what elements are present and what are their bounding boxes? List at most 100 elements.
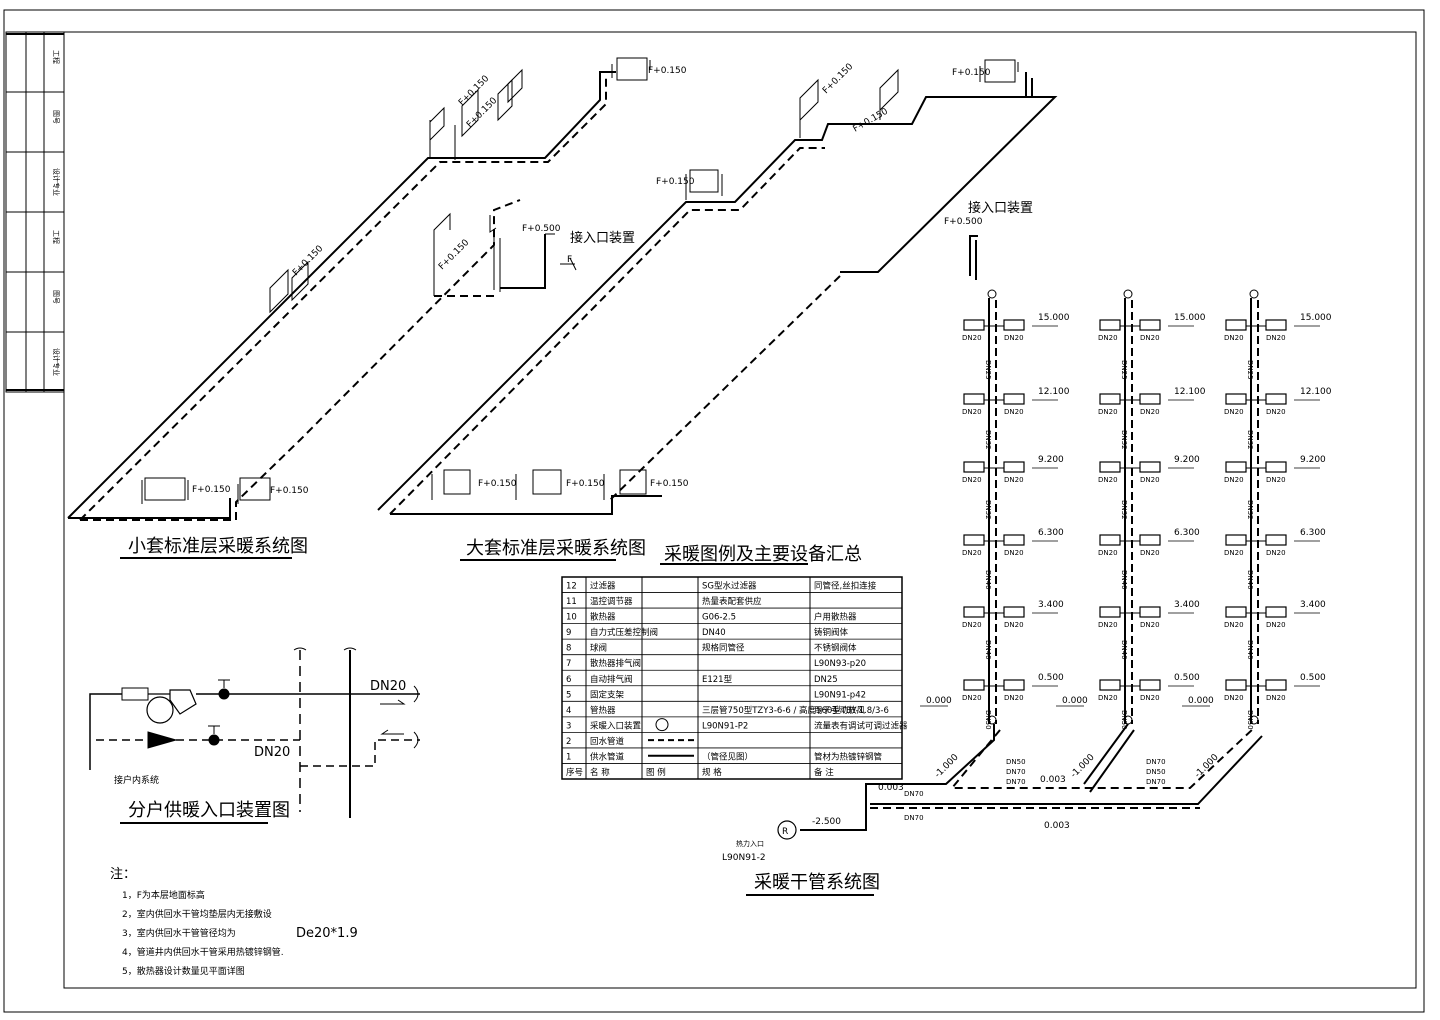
pipe-size-label: DN20 <box>962 549 982 557</box>
radiator-icon <box>1265 534 1287 546</box>
radiator-icon <box>1139 319 1161 331</box>
note-pipe-spec: De20*1.9 <box>296 926 358 941</box>
pipe-size-label: DN20 <box>1140 621 1160 629</box>
floor-elevation: 9.200 <box>1300 455 1326 465</box>
floor-elevation: 3.400 <box>1300 600 1326 610</box>
riser-size-label: DN32 <box>1120 430 1128 450</box>
elev-label: F+0.150 <box>648 66 687 76</box>
radiator-icon <box>1225 461 1247 473</box>
pipe-size-label: DN20 <box>1004 694 1024 702</box>
floor-elevation: 3.400 <box>1174 600 1200 610</box>
note-item: 4，管道井内供回水干管采用热镀锌钢管. <box>122 946 284 958</box>
legend-cell: DN40 <box>702 628 726 638</box>
legend-cell: 铸铜阀体 <box>814 627 849 638</box>
large-unit-system <box>377 59 1058 515</box>
legend-cell: 户用散热器 <box>814 612 857 623</box>
legend-cell: 流量表有调试可调过滤器 <box>814 720 908 731</box>
riser-size-label: DN32 <box>984 430 992 450</box>
slope-label: 0.003 <box>878 783 904 793</box>
legend-cell: 7 <box>566 659 571 669</box>
riser-size-label: DN40 <box>1120 570 1128 590</box>
pipe-size-label: DN20 <box>1004 621 1024 629</box>
legend-cell: 散热器排气阀 <box>590 658 641 669</box>
pipe-size-label: DN20 <box>370 679 406 694</box>
pipe-size-label: DN20 <box>1224 476 1244 484</box>
legend-cell: 散热器 <box>590 612 616 623</box>
floor-elevation: 3.400 <box>1038 600 1064 610</box>
legend-cell: 球阀 <box>590 643 607 654</box>
legend-cell: 6 <box>566 675 571 685</box>
legend-cell: 8 <box>566 644 571 654</box>
legend-cell: 供水管道 <box>590 751 625 762</box>
entry-device-symbol <box>655 718 669 732</box>
radiator-icon <box>963 319 985 331</box>
legend-cell: L90N91-p42 <box>814 690 866 700</box>
radiator-icon <box>1099 606 1121 618</box>
pipe-size-label: DN20 <box>962 334 982 342</box>
legend-cell: 12 <box>566 582 577 592</box>
elev-label: F+0.150 <box>650 479 689 489</box>
pipe-size-label: DN20 <box>1098 621 1118 629</box>
legend-cell: 自力式压差控制阀 <box>590 627 658 638</box>
elev-label: F+0.150 <box>821 62 855 96</box>
radiator-icon <box>1003 606 1025 618</box>
entry-symbol-letter: R <box>782 827 788 837</box>
legend-cell: SG型水过滤器 <box>702 581 757 592</box>
radiator-icon <box>1139 461 1161 473</box>
pipe-size-label: DN20 <box>1266 476 1286 484</box>
spec-label: L90N91-2 <box>722 853 766 863</box>
radiator-icon <box>1139 606 1161 618</box>
valve-icon <box>987 715 997 725</box>
pipe-size-label: DN20 <box>1098 408 1118 416</box>
entry-device-drawing <box>89 647 420 818</box>
pipe-size-label: DN20 <box>1224 334 1244 342</box>
title-block-cell: 工程 <box>52 230 61 244</box>
radiator-icon <box>1265 606 1287 618</box>
floor-elevation: 15.000 <box>1300 313 1332 323</box>
elev-label: F+0.150 <box>478 479 517 489</box>
pipe-size-label: DN20 <box>254 745 290 760</box>
pipe-size-label: DN70 <box>904 790 924 798</box>
legend-title: 采暖图例及主要设备汇总 <box>660 544 862 565</box>
legend-header-cell: 图 例 <box>646 767 666 778</box>
pipe-size-label: DN20 <box>1140 694 1160 702</box>
legend-cell: 同管径,丝扣连接 <box>814 581 877 592</box>
pipe-size-label: DN20 <box>962 621 982 629</box>
legend-cell: 采暖入口装置 <box>590 720 642 731</box>
radiator-icon <box>1225 606 1247 618</box>
entry-label: 接入口装置 <box>570 230 635 246</box>
legend-cell: 管热器 <box>590 705 616 716</box>
riser-size-label: DN40 <box>984 570 992 590</box>
pipe-size-label: DN20 <box>1266 549 1286 557</box>
radiator-icon <box>1225 393 1247 405</box>
pipe-size-label: DN70 <box>904 814 924 822</box>
legend-cell: E121型 <box>702 675 733 685</box>
floor-label: F <box>567 255 572 265</box>
riser-size-label: DN32 <box>1120 500 1128 520</box>
legend-cell: 管材为热镀锌钢管 <box>814 751 882 762</box>
main-pipe <box>777 723 1263 840</box>
riser-size-label: DN32 <box>984 500 992 520</box>
pipe-size-label: DN70 <box>1146 778 1166 786</box>
pipe-size-label: DN20 <box>962 694 982 702</box>
legend-cell: 10 <box>566 613 577 623</box>
title-block-cell: 设计专业 <box>52 348 61 376</box>
radiator-icon <box>1265 679 1287 691</box>
pipe-size-label: DN50 <box>1146 768 1166 776</box>
pipe-size-label: DN20 <box>1140 476 1160 484</box>
title-block-cell: 图号 <box>52 110 60 124</box>
air-vent-icon <box>1123 289 1133 299</box>
pipe-size-label: DN20 <box>1098 476 1118 484</box>
pipe-size-label: DN20 <box>1266 334 1286 342</box>
small-unit-title: 小套标准层采暖系统图 <box>128 536 308 557</box>
floor-elevation: 15.000 <box>1174 313 1206 323</box>
legend-cell: 规格同管径 <box>702 643 745 654</box>
elev-label: -1.000 <box>1069 752 1097 780</box>
legend-table <box>561 576 903 780</box>
valve-icon <box>1249 715 1259 725</box>
legend-cell: DN25 <box>814 675 838 685</box>
pipe-size-label: DN20 <box>1224 408 1244 416</box>
pipe-size-label: DN20 <box>1140 408 1160 416</box>
